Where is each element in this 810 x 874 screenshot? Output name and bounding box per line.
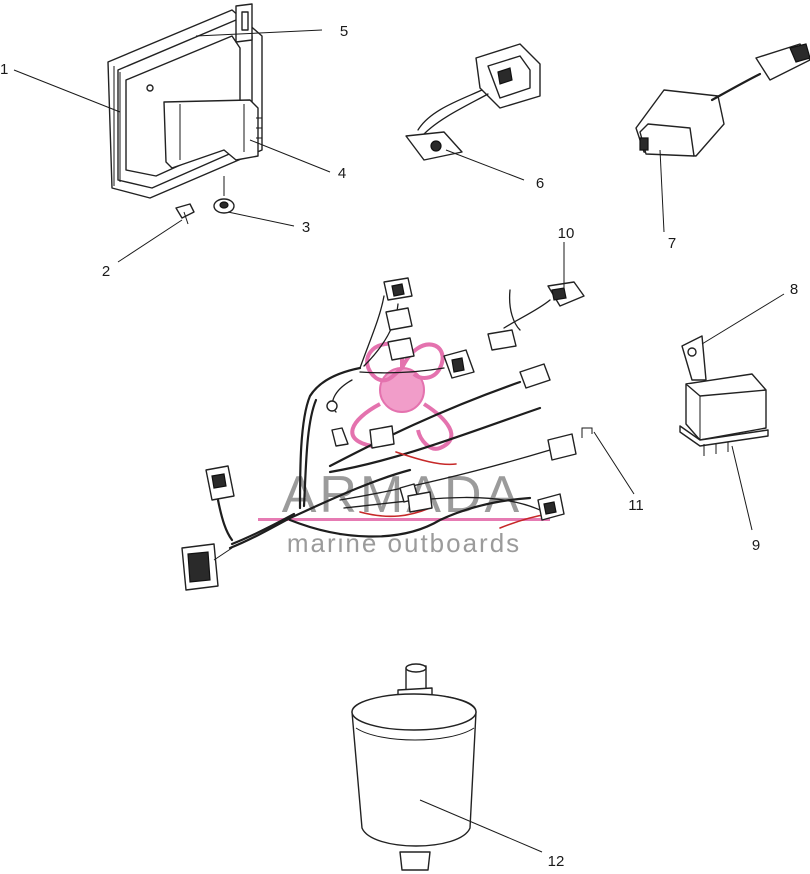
leader-2 bbox=[117, 219, 183, 263]
fuel-filter bbox=[351, 663, 477, 871]
relay bbox=[679, 335, 769, 456]
callout-10: 10 bbox=[558, 225, 575, 242]
ecu-module bbox=[107, 3, 263, 199]
callout-numbers: 1 2 3 4 5 6 7 8 9 10 11 12 bbox=[0, 23, 798, 870]
callout-4: 4 bbox=[338, 165, 346, 182]
callout-7: 7 bbox=[668, 235, 676, 252]
screw bbox=[175, 203, 195, 225]
temperature-sensor bbox=[405, 43, 541, 161]
regulator-unit bbox=[635, 43, 810, 157]
watermark-brand: ARMADA bbox=[282, 466, 522, 524]
wiring-harness bbox=[181, 277, 577, 591]
leader-lines bbox=[13, 29, 785, 853]
leader-3 bbox=[227, 211, 295, 227]
watermark-logo-icon bbox=[350, 341, 454, 451]
callout-1: 1 bbox=[0, 61, 8, 78]
callout-8: 8 bbox=[790, 281, 798, 298]
leader-12 bbox=[419, 799, 543, 853]
callout-11: 11 bbox=[628, 497, 644, 514]
callout-9: 9 bbox=[752, 537, 760, 554]
leader-9 bbox=[731, 445, 753, 531]
grommet bbox=[213, 176, 235, 214]
leader-6 bbox=[445, 149, 525, 181]
watermark: ARMADA marine outboards bbox=[258, 341, 550, 558]
leader-1 bbox=[13, 69, 121, 113]
ecu-cover-plate bbox=[235, 3, 253, 43]
watermark-underline bbox=[258, 518, 550, 521]
leader-8 bbox=[701, 293, 785, 345]
callout-12: 12 bbox=[548, 853, 565, 870]
callout-5: 5 bbox=[340, 23, 348, 40]
leader-11 bbox=[593, 431, 635, 495]
leader-5 bbox=[195, 29, 323, 37]
callout-6: 6 bbox=[536, 175, 544, 192]
leader-7 bbox=[659, 149, 665, 233]
leader-4 bbox=[249, 139, 331, 173]
wire-clip bbox=[581, 427, 593, 438]
connector-plug bbox=[487, 281, 585, 351]
callout-3: 3 bbox=[302, 219, 310, 236]
callout-2: 2 bbox=[102, 263, 110, 280]
ecu-bracket bbox=[163, 99, 262, 169]
